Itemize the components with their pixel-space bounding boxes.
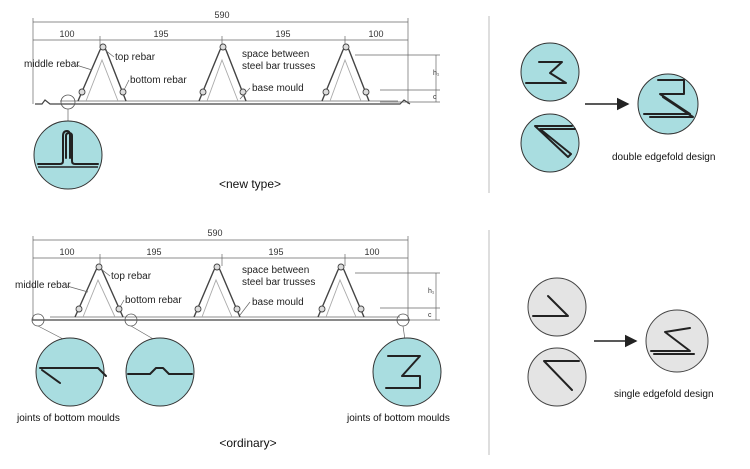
bottom-rebar-1a <box>78 88 86 96</box>
ordinary-space-between-label-line2: steel bar trusses <box>242 277 315 288</box>
h1-mark: h₁ <box>433 70 440 77</box>
dimension-seg3: 195 <box>275 29 290 39</box>
ordinary-diagram: 590 100 195 195 100 h₁ c <box>15 228 450 450</box>
ordinary-caption: <ordinary> <box>219 436 276 450</box>
bottom-rebar-label: bottom rebar <box>130 75 187 86</box>
middle-rebar-label: middle rebar <box>24 59 80 70</box>
joints-left-label: joints of bottom moulds <box>16 413 120 424</box>
new-type-caption: <new type> <box>219 177 281 191</box>
bottom-rebar-2b <box>239 88 247 96</box>
ordinary-total-dimension: 590 <box>207 228 222 238</box>
new-type-diagram: 590 100 195 195 100 h₁ c <box>24 10 440 191</box>
single-input-circle-1 <box>527 277 587 337</box>
space-between-label-line2: steel bar trusses <box>242 61 315 72</box>
space-between-label-line1: space between <box>242 49 309 60</box>
new-type-joint-detail <box>33 120 103 190</box>
single-input-circle-2 <box>527 347 587 407</box>
ordinary-joint-detail-middle <box>125 337 195 407</box>
ordinary-dimension-seg1: 100 <box>59 247 74 257</box>
bottom-rebar-1b <box>119 88 127 96</box>
ordinary-dimension-seg2: 195 <box>146 247 161 257</box>
bottom-rebar-3b <box>362 88 370 96</box>
top-rebar-label: top rebar <box>115 52 156 63</box>
dimension-seg4: 100 <box>368 29 383 39</box>
ordinary-h1-mark: h₁ <box>428 288 435 295</box>
ordinary-joint-detail-left <box>35 337 105 407</box>
ordinary-joint-detail-right <box>372 337 442 407</box>
base-mould-line <box>35 99 411 105</box>
bottom-rebar-3a <box>322 88 330 96</box>
ordinary-bottom-rebar-label: bottom rebar <box>125 295 182 306</box>
base-mould-label: base mould <box>252 83 304 94</box>
single-edgefold-design: single edgefold design <box>527 277 714 407</box>
ordinary-truss-1 <box>74 263 124 318</box>
single-edgefold-caption: single edgefold design <box>614 389 714 400</box>
ordinary-space-between-label-line1: space between <box>242 265 309 276</box>
top-rebar-3 <box>342 43 350 51</box>
ordinary-top-rebar-label: top rebar <box>111 271 152 282</box>
double-result-circle <box>637 73 699 135</box>
ordinary-base-mould-label: base mould <box>252 297 304 308</box>
c-mark: c <box>433 94 437 101</box>
total-dimension: 590 <box>214 10 229 20</box>
bottom-rebar-2a <box>199 88 207 96</box>
ordinary-dimension-seg3: 195 <box>268 247 283 257</box>
ordinary-truss-2 <box>193 263 241 318</box>
dimension-seg1: 100 <box>59 29 74 39</box>
joints-right-label: joints of bottom moulds <box>346 413 450 424</box>
ordinary-truss-3 <box>317 263 365 318</box>
double-input-circle-2 <box>520 113 580 173</box>
top-rebar-1 <box>99 43 107 51</box>
truss-3 <box>321 43 370 102</box>
ordinary-dimension-seg4: 100 <box>364 247 379 257</box>
truss-1 <box>77 43 127 102</box>
double-edgefold-design: double edgefold design <box>520 42 715 173</box>
top-rebar-2 <box>219 43 227 51</box>
double-edgefold-caption: double edgefold design <box>612 152 715 163</box>
truss-2 <box>198 43 247 102</box>
ordinary-middle-rebar-label: middle rebar <box>15 280 71 291</box>
dimension-seg2: 195 <box>153 29 168 39</box>
ordinary-c-mark: c <box>428 312 432 319</box>
